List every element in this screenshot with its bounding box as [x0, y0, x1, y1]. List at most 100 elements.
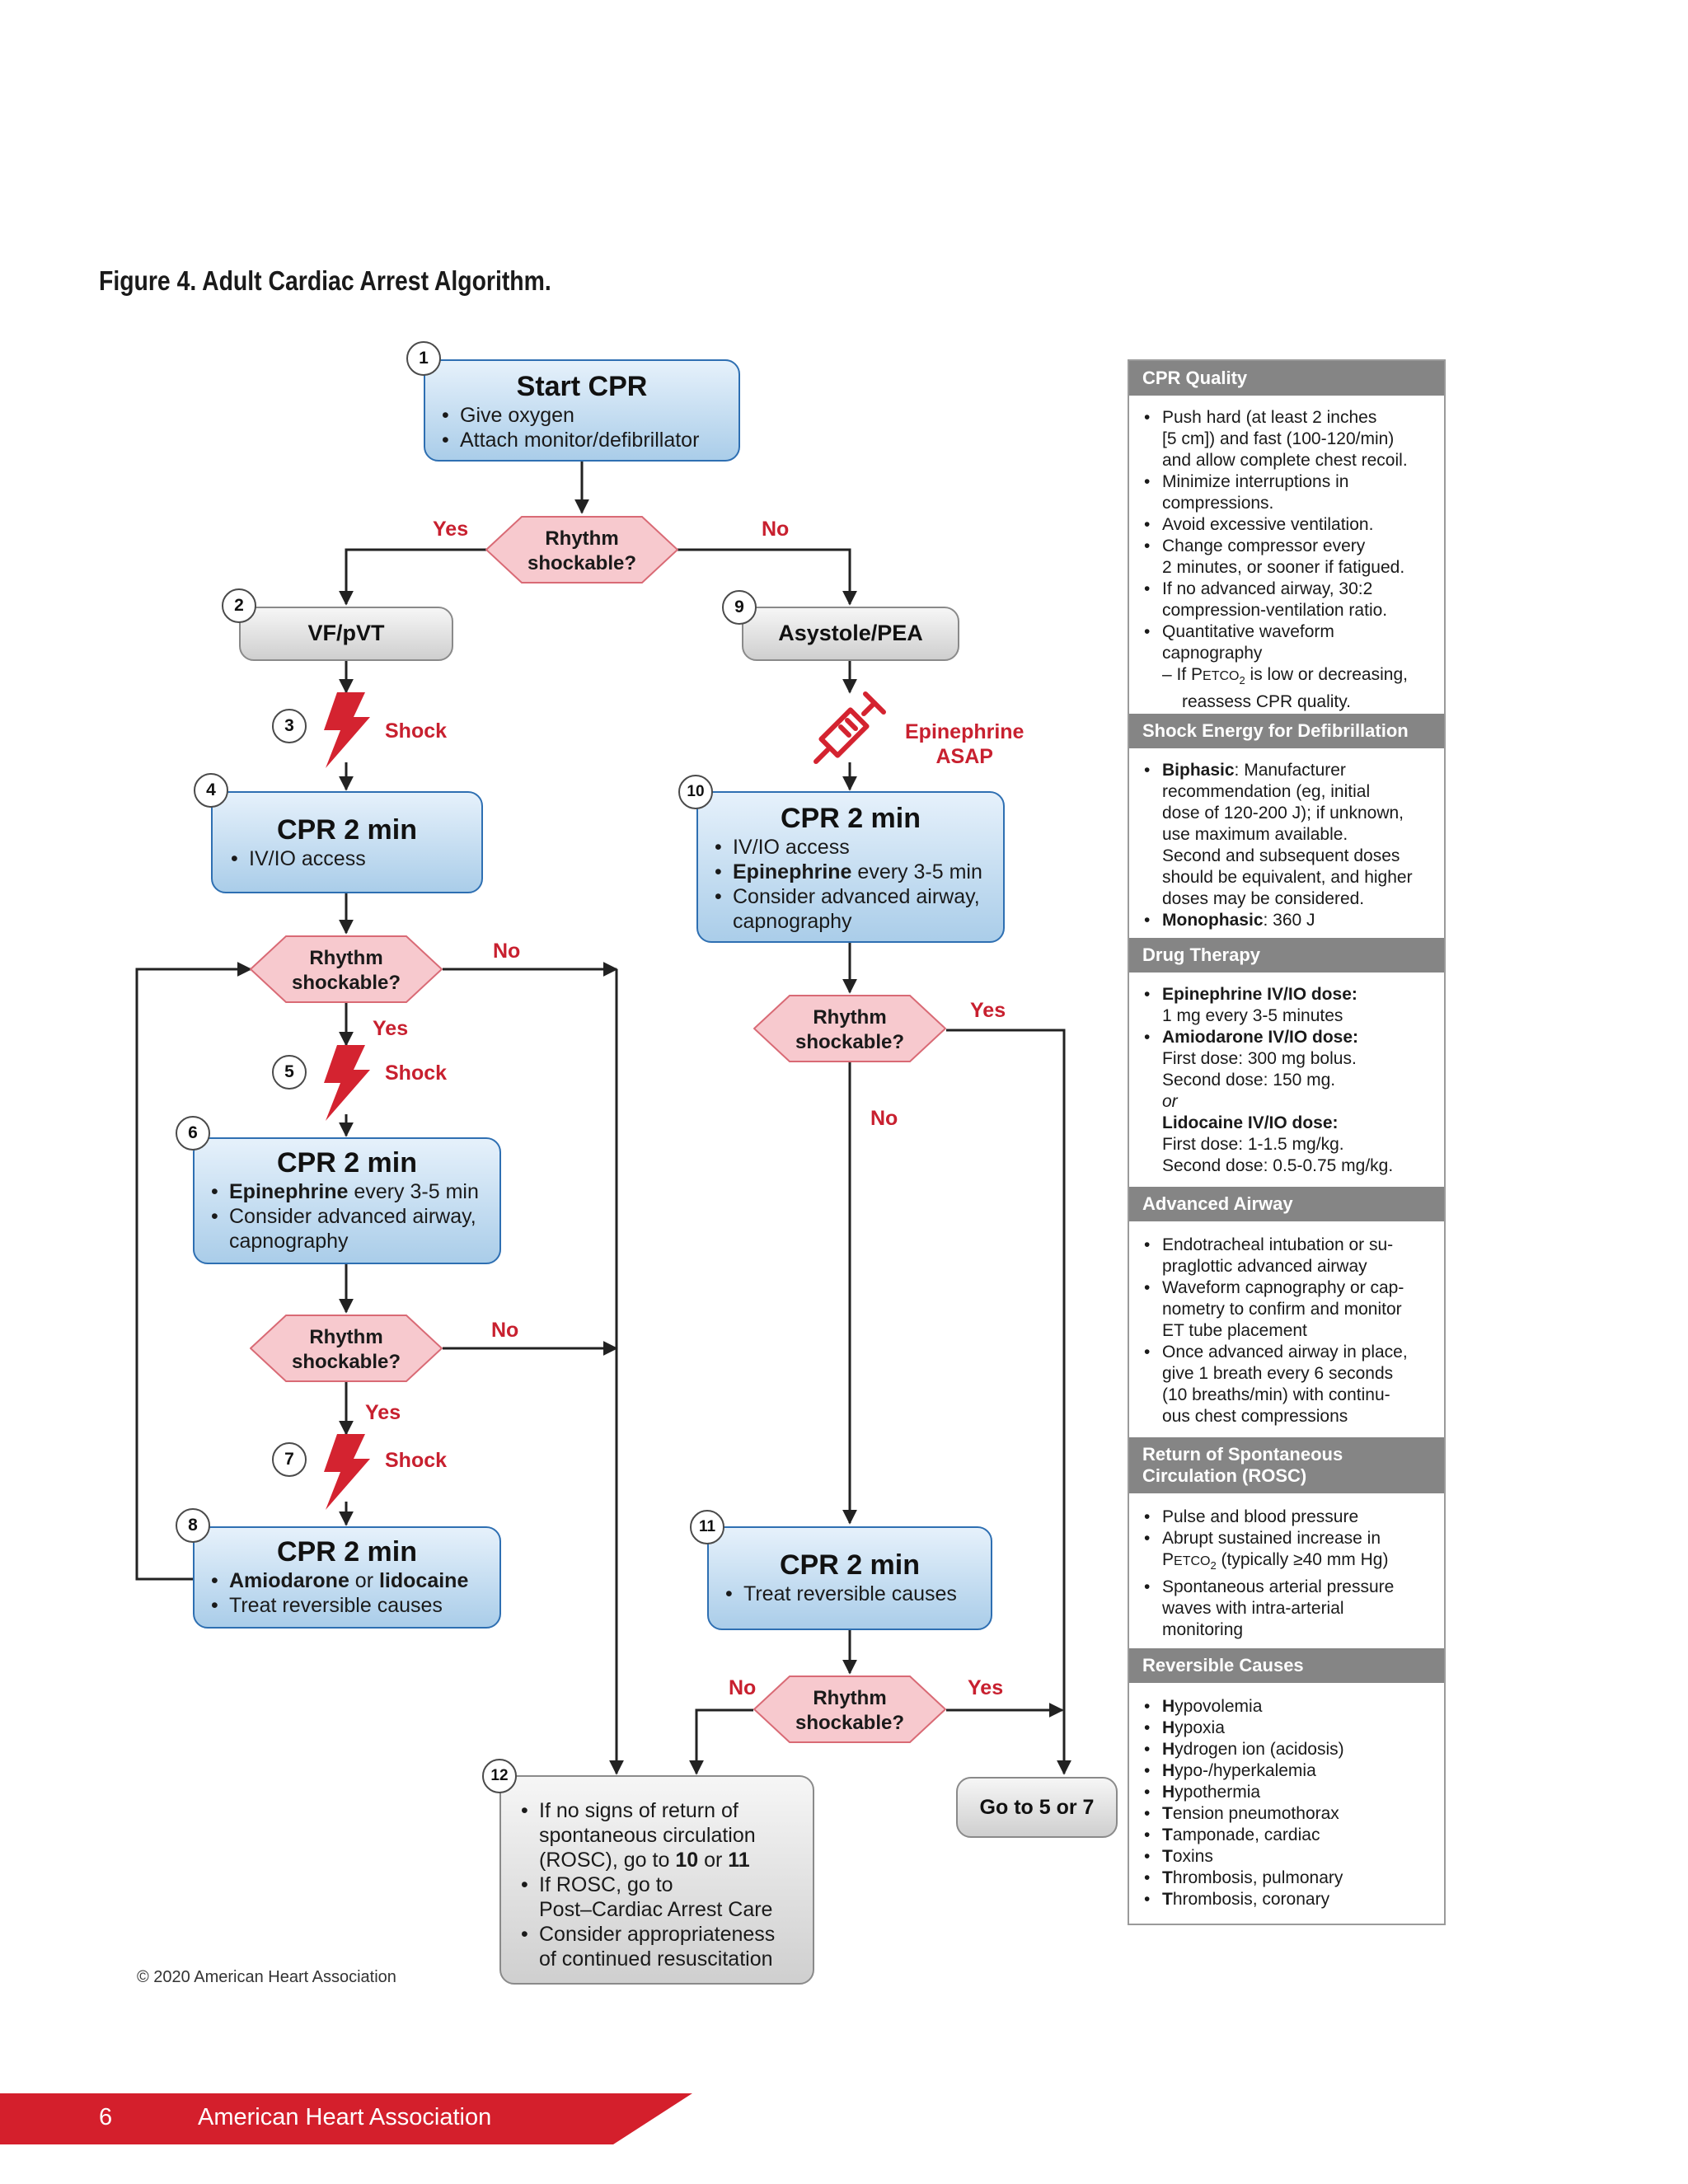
reversible-causes-body: HypovolemiaHypoxiaHydrogen ion (acidosis…	[1142, 1696, 1436, 1910]
list-item: Amiodarone or lidocaine	[209, 1568, 499, 1593]
cpr-title: CPR 2 min	[276, 1147, 418, 1179]
epi-line-2: ASAP	[935, 745, 993, 768]
step-number-10: 10	[678, 775, 713, 809]
shock-energy-heading: Shock Energy for Defibrillation	[1129, 714, 1444, 748]
diamond-shape	[250, 935, 443, 1003]
list-item: Treat reversible causes	[724, 1582, 991, 1606]
cpr-box-4: CPR 2 min IV/IO access	[211, 791, 483, 893]
yes-label: Yes	[373, 1017, 409, 1040]
step-number-11: 11	[690, 1510, 724, 1544]
decision-line-1: Rhythm	[813, 1687, 887, 1709]
step-number-5: 5	[272, 1055, 307, 1090]
list-item: If no advanced airway, 30:2compression-v…	[1142, 579, 1436, 621]
drug-therapy-heading: Drug Therapy	[1129, 938, 1444, 972]
no-label: No	[762, 518, 790, 541]
footer-organization: American Heart Association	[198, 2104, 492, 2130]
list-item: Once advanced airway in place,give 1 bre…	[1142, 1342, 1436, 1427]
diamond-shape	[250, 1315, 443, 1382]
list-item: Give oxygen	[440, 403, 738, 428]
reversible-cause-item: Tension pneumothorax	[1142, 1803, 1436, 1825]
asystole-pea-box: Asystole/PEA	[742, 607, 959, 661]
decision-line-1: Rhythm	[813, 1006, 887, 1029]
reversible-cause-item: Hypoxia	[1142, 1718, 1436, 1739]
lightning-bolt-icon	[324, 1045, 370, 1121]
reversible-cause-item: Thrombosis, pulmonary	[1142, 1868, 1436, 1889]
list-item: Attach monitor/defibrillator	[440, 428, 738, 452]
start-cpr-box: Start CPR Give oxygen Attach monitor/def…	[424, 359, 740, 462]
reversible-cause-item: Hydrogen ion (acidosis)	[1142, 1739, 1436, 1760]
syringe-icon	[814, 691, 886, 764]
diamond-shape	[485, 516, 678, 583]
reversible-cause-item: Toxins	[1142, 1846, 1436, 1868]
decision-line-2: shockable?	[527, 552, 637, 574]
footer-band	[0, 2093, 692, 2144]
reversible-cause-item: Hypovolemia	[1142, 1696, 1436, 1718]
list-item: IV/IO access	[229, 846, 481, 871]
cpr-box-6: CPR 2 min Epinephrine every 3-5 min Cons…	[193, 1137, 501, 1264]
decision-line-2: shockable?	[291, 1351, 401, 1373]
decision-line-2: shockable?	[291, 972, 401, 994]
yes-label: Yes	[365, 1401, 401, 1424]
cpr-title: CPR 2 min	[276, 1536, 418, 1568]
goto-label: Go to 5 or 7	[979, 1796, 1095, 1819]
step-number-3: 3	[272, 709, 307, 743]
cpr-quality-heading: CPR Quality	[1129, 361, 1444, 396]
list-item: Amiodarone IV/IO dose:First dose: 300 mg…	[1142, 1027, 1436, 1177]
reversible-cause-item: Tamponade, cardiac	[1142, 1825, 1436, 1846]
decision-line-1: Rhythm	[309, 1326, 383, 1348]
figure-title: Figure 4. Adult Cardiac Arrest Algorithm…	[99, 265, 551, 296]
sidebar-panel: CPR Quality Push hard (at least 2 inches…	[1128, 359, 1446, 1925]
reversible-cause-item: Hypo-/hyperkalemia	[1142, 1760, 1436, 1782]
reversible-causes-list: HypovolemiaHypoxiaHydrogen ion (acidosis…	[1142, 1696, 1436, 1910]
advanced-airway-heading: Advanced Airway	[1129, 1187, 1444, 1221]
copyright: © 2020 American Heart Association	[137, 1968, 396, 1986]
step-number-8: 8	[176, 1508, 210, 1543]
cpr-box-11: CPR 2 min Treat reversible causes	[707, 1526, 992, 1630]
list-item: Consider advanced airway,capnography	[209, 1204, 499, 1254]
yes-label: Yes	[970, 999, 1006, 1022]
shock-label: Shock	[385, 1062, 448, 1085]
step-number-7: 7	[272, 1442, 307, 1477]
list-item: Waveform capnography or cap-nometry to c…	[1142, 1277, 1436, 1342]
yes-label: Yes	[968, 1676, 1004, 1699]
step-number-1: 1	[406, 341, 441, 376]
list-item: Treat reversible causes	[209, 1593, 499, 1618]
epi-line-1: Epinephrine	[905, 720, 1025, 743]
drug-therapy-body: Epinephrine IV/IO dose:1 mg every 3-5 mi…	[1142, 984, 1436, 1177]
list-item: Pulse and blood pressure	[1142, 1507, 1436, 1528]
list-item: Consider advanced airway,capnography	[713, 884, 1003, 934]
goto-box: Go to 5 or 7	[956, 1777, 1118, 1838]
asystole-pea-title: Asystole/PEA	[778, 621, 923, 645]
start-cpr-list: Give oxygen Attach monitor/defibrillator	[440, 403, 738, 452]
decision-rhythm-shockable: Rhythm shockable?	[753, 1675, 946, 1743]
list-item: Endotracheal intubation or su-praglottic…	[1142, 1235, 1436, 1277]
cpr-title: CPR 2 min	[276, 814, 418, 846]
reversible-causes-heading: Reversible Causes	[1129, 1648, 1444, 1683]
list-item: Monophasic: 360 J	[1142, 910, 1436, 931]
list-item: Epinephrine every 3-5 min	[713, 860, 1003, 884]
cpr-quality-body: Push hard (at least 2 inches[5 cm]) and …	[1142, 407, 1436, 713]
list-item: IV/IO access	[713, 835, 1003, 860]
epinephrine-asap-label: Epinephrine ASAP	[905, 719, 1024, 769]
cpr-box-10: CPR 2 min IV/IO access Epinephrine every…	[696, 791, 1005, 943]
no-label: No	[493, 940, 521, 963]
no-label: No	[870, 1107, 898, 1130]
lightning-bolt-icon	[324, 1434, 370, 1510]
yes-label: Yes	[433, 518, 469, 541]
step-number-6: 6	[176, 1116, 210, 1151]
vf-pvt-box: VF/pVT	[239, 607, 453, 661]
step-number-2: 2	[222, 588, 256, 623]
cpr-title: CPR 2 min	[780, 803, 921, 834]
decision-line-2: shockable?	[795, 1712, 905, 1734]
diamond-shape	[753, 1675, 946, 1743]
step-number-4: 4	[194, 773, 228, 808]
